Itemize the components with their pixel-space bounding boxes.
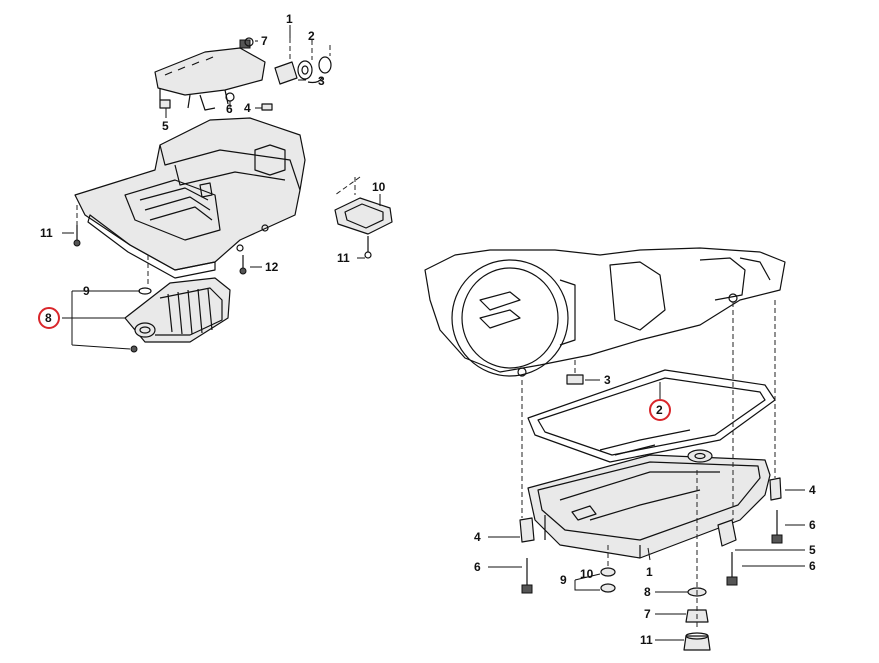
transmission-filter xyxy=(124,277,231,353)
callout-r7: 7 xyxy=(644,607,651,621)
oil-pan-bolts xyxy=(521,510,783,594)
callout-r2: 2 xyxy=(656,403,663,417)
callout-r10: 10 xyxy=(580,567,594,581)
callout-r8: 8 xyxy=(644,585,651,599)
callout-r5: 5 xyxy=(809,543,816,557)
callout-r6c: 6 xyxy=(809,559,816,573)
oil-pan-gasket xyxy=(527,369,776,463)
highlight-ring-8 xyxy=(38,307,60,329)
callout-6: 6 xyxy=(226,102,233,116)
callout-r1: 1 xyxy=(646,565,653,579)
callout-r6b: 6 xyxy=(809,518,816,532)
callout-5: 5 xyxy=(162,119,169,133)
callout-3: 3 xyxy=(318,74,325,88)
alignment-lines xyxy=(521,300,776,630)
drain-plug-stack xyxy=(600,567,711,651)
solenoid-valve xyxy=(274,38,332,85)
callout-12: 12 xyxy=(265,260,279,274)
callout-11b: 11 xyxy=(337,251,350,265)
oil-pan xyxy=(527,449,771,559)
valve-body-bolts xyxy=(73,205,247,285)
callout-2: 2 xyxy=(308,29,315,43)
callout-11a: 11 xyxy=(40,226,53,240)
callout-r9: 9 xyxy=(560,573,567,587)
oil-strainer-cover xyxy=(334,176,393,259)
callout-r6a: 6 xyxy=(474,560,481,574)
callout-r4b: 4 xyxy=(809,483,816,497)
callout-8: 8 xyxy=(45,311,52,325)
callout-4: 4 xyxy=(244,101,251,115)
callout-10: 10 xyxy=(372,180,386,194)
highlight-ring-2 xyxy=(649,399,671,421)
callout-r11: 11 xyxy=(640,633,653,647)
callout-7: 7 xyxy=(261,34,268,48)
callout-r4a: 4 xyxy=(474,530,481,544)
right-leaders xyxy=(488,379,805,641)
wiring-harness xyxy=(154,39,266,111)
callout-9: 9 xyxy=(83,284,90,298)
callout-r3: 3 xyxy=(604,373,611,387)
small-connectors xyxy=(159,37,273,111)
transmission-housing xyxy=(424,247,786,377)
oil-pan-clips xyxy=(519,374,782,547)
valve-body-assembly xyxy=(74,117,306,279)
upper-left-leaders xyxy=(62,25,381,350)
callout-1: 1 xyxy=(286,12,293,26)
